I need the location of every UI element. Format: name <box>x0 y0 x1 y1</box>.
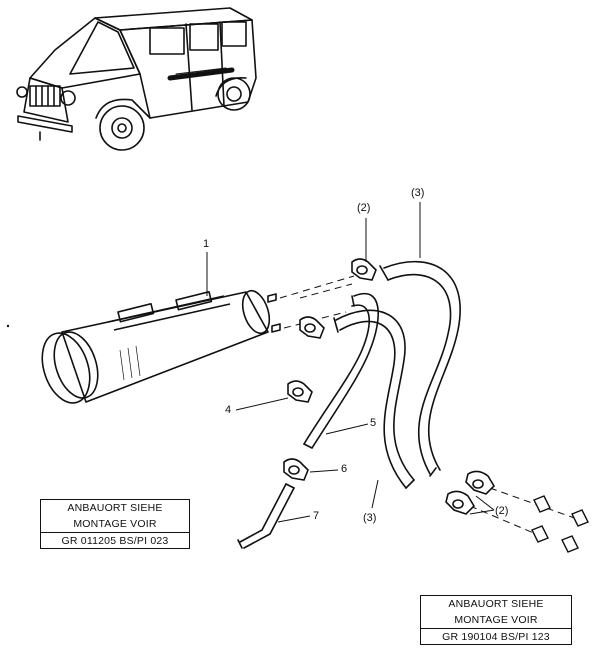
hose-connectors-right <box>531 495 589 553</box>
clamp-part-4 <box>287 380 313 403</box>
assembly-dashed-lines <box>279 275 581 535</box>
clamp-right-lower <box>445 490 476 515</box>
reference-box-left-ref: GR 011205 BS/PI 023 <box>41 532 189 549</box>
hose-part-3-lower <box>333 309 415 489</box>
hose-part-5 <box>303 293 379 449</box>
callout-2-top: (2) <box>357 202 371 214</box>
leader-line-4 <box>235 397 289 411</box>
callout-7: 7 <box>313 510 320 522</box>
callout-2-right: (2) <box>495 505 509 517</box>
callout-3-bottom: (3) <box>363 512 377 524</box>
canister-part-1 <box>41 289 281 404</box>
leader-line-5 <box>325 423 369 435</box>
reference-box-right-line2: MONTAGE VOIR <box>454 614 538 626</box>
reference-box-right-ref: GR 190104 BS/PI 123 <box>421 628 571 645</box>
hose-part-7 <box>237 483 295 549</box>
leader-line-6 <box>309 469 339 473</box>
callout-1: 1 <box>203 238 210 250</box>
reference-box-right-line1: ANBAUORT SIEHE <box>448 598 544 610</box>
reference-box-left: ANBAUORT SIEHE MONTAGE VOIR GR 011205 BS… <box>40 499 190 549</box>
hose-part-3-upper <box>379 260 461 477</box>
reference-box-left-line2: MONTAGE VOIR <box>73 518 157 530</box>
callout-3-top: (3) <box>411 187 425 199</box>
callout-6: 6 <box>341 463 348 475</box>
clamp-top-upper <box>351 258 377 281</box>
callout-4: 4 <box>225 404 232 416</box>
clamp-top-lower <box>299 316 325 339</box>
leader-line-2-right <box>469 495 495 515</box>
vehicle-illustration <box>16 7 257 151</box>
reference-box-left-line1: ANBAUORT SIEHE <box>67 502 163 514</box>
scan-speck <box>6 324 10 328</box>
leader-line-7 <box>277 515 311 523</box>
clamp-right-upper <box>465 470 496 495</box>
clamp-part-6 <box>283 458 309 481</box>
leader-line-3-bottom <box>371 479 379 509</box>
reference-box-right: ANBAUORT SIEHE MONTAGE VOIR GR 190104 BS… <box>420 595 572 645</box>
callout-5: 5 <box>370 417 377 429</box>
